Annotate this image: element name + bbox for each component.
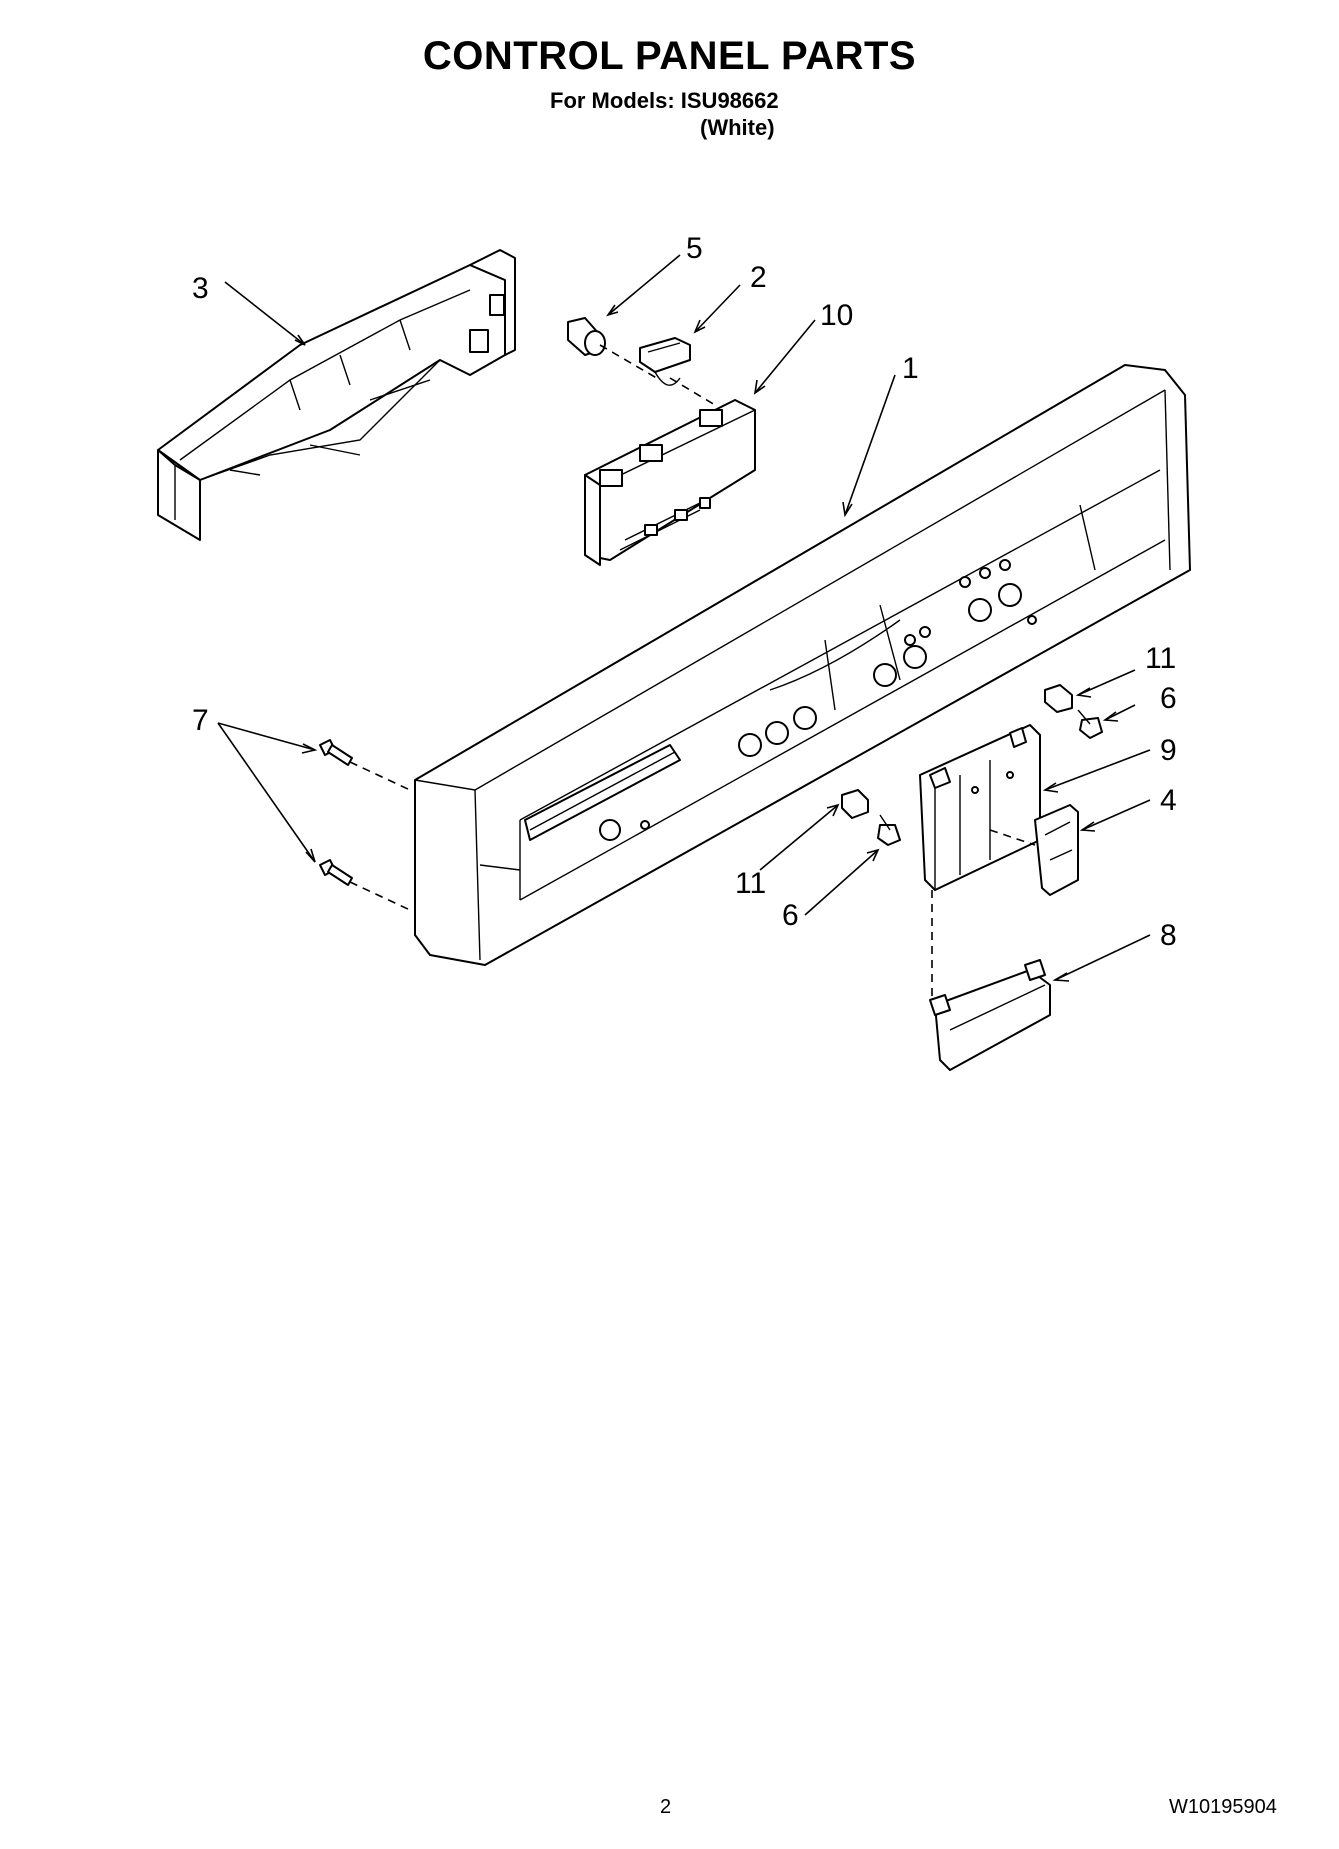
callout-8: 8 <box>1160 919 1177 952</box>
part-6-screw-center <box>877 814 901 846</box>
part-6-screw-right <box>1077 709 1103 739</box>
callout-2: 2 <box>750 261 767 294</box>
page-number: 2 <box>660 1796 672 1818</box>
callout-6-center: 6 <box>782 899 799 932</box>
part-11-clip-right <box>1044 684 1073 713</box>
callout-7: 7 <box>192 704 209 737</box>
part-5-component <box>567 317 606 356</box>
page-title: CONTROL PANEL PARTS <box>422 34 917 78</box>
part-10-control-board <box>584 399 756 566</box>
callout-11-center: 11 <box>735 867 766 900</box>
part-4-clip <box>1034 804 1079 896</box>
part-7-screw-lower <box>319 859 353 886</box>
callout-3: 3 <box>192 272 209 305</box>
callout-5: 5 <box>686 232 703 265</box>
callout-4: 4 <box>1160 784 1177 817</box>
part-2-assembly-line <box>669 377 716 406</box>
callout-6-right: 6 <box>1160 682 1177 715</box>
part-7-lower-assembly-line <box>349 881 411 911</box>
callout-11-right: 11 <box>1145 642 1176 675</box>
part-9-assembly-line <box>989 829 1036 846</box>
part-7-upper-assembly-line <box>349 761 411 791</box>
callout-10: 10 <box>820 299 853 332</box>
part-8-bracket <box>929 959 1051 1071</box>
part-7-screw-upper <box>319 739 353 766</box>
part-9-bracket <box>919 724 1041 891</box>
model-number: For Models: ISU98662 <box>550 88 779 113</box>
callout-9: 9 <box>1160 734 1177 767</box>
model-color: (White) <box>700 115 775 140</box>
callout-1: 1 <box>902 352 919 385</box>
part-5-assembly-line <box>599 344 661 381</box>
part-3-brace <box>157 249 516 541</box>
leader-lines <box>217 254 1151 982</box>
part-1-console <box>414 364 1191 966</box>
document-id: W10195904 <box>1169 1796 1277 1818</box>
part-2-clip <box>639 337 691 386</box>
part-11-clip-center <box>841 789 869 819</box>
